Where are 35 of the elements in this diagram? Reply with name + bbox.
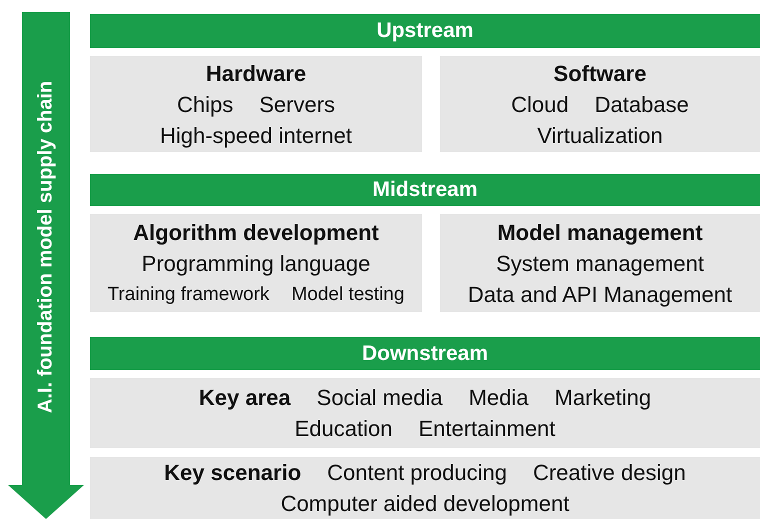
stage-band: Upstream	[90, 14, 760, 48]
item-text: Servers	[259, 90, 336, 118]
arrow-label: A.I. foundation model supply chain	[34, 80, 58, 414]
stage-band: Downstream	[90, 337, 760, 370]
item-text: Training framework	[108, 282, 270, 306]
category-panel	[440, 56, 760, 152]
panel-heading: Key area	[198, 384, 291, 412]
stage-band: Midstream	[90, 174, 760, 206]
category-panel	[90, 214, 422, 312]
item-text: Education	[294, 415, 392, 443]
item-text: Computer aided development	[280, 490, 570, 518]
item-text: Entertainment	[418, 415, 556, 443]
item-text: Marketing	[554, 384, 652, 412]
panel-heading: Key scenario	[164, 459, 302, 487]
item-text: Content producing	[327, 459, 507, 487]
item-text: Creative design	[532, 459, 686, 487]
item-text: Database	[594, 90, 689, 118]
item-text: High-speed internet	[160, 122, 352, 150]
item-text: Virtualization	[537, 122, 663, 150]
item-text: Social media	[316, 384, 443, 412]
item-text: Chips	[176, 90, 234, 119]
category-panel	[440, 214, 760, 312]
panel-heading: Model management	[497, 218, 703, 247]
category-panel	[90, 457, 760, 519]
item-text: Cloud	[511, 90, 569, 118]
category-panel	[90, 56, 422, 152]
item-text: Model testing	[291, 282, 404, 306]
panel-heading: Hardware	[206, 60, 306, 88]
panel-heading: Algorithm development	[133, 218, 379, 247]
item-text: Media	[468, 384, 529, 412]
panel-heading: Software	[554, 60, 646, 88]
item-text: System management	[496, 250, 704, 278]
category-panel	[90, 378, 760, 448]
item-text: Data and API Management	[468, 280, 732, 309]
item-text: Programming language	[142, 250, 370, 278]
